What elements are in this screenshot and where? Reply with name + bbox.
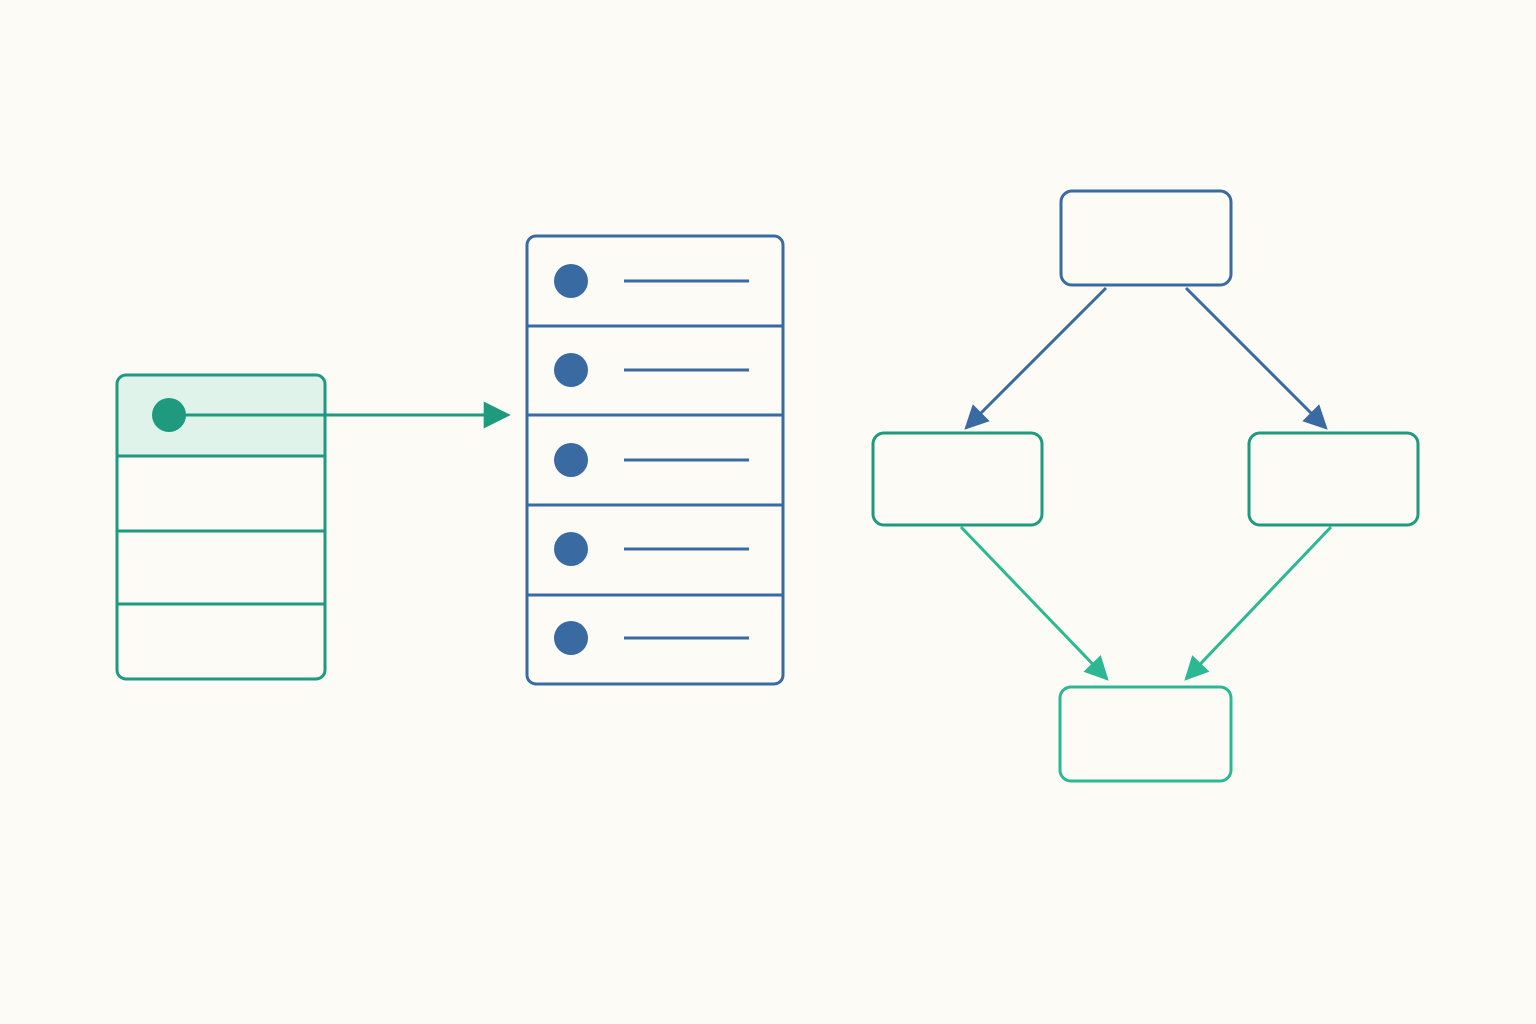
flow-edge-left-bottom	[959, 525, 1109, 681]
flow-edge-top-left	[964, 286, 1108, 430]
list-item-dot	[554, 532, 588, 566]
source-table	[115, 373, 327, 681]
flow-node-left	[871, 431, 1044, 527]
list-item-dot	[554, 264, 588, 298]
list-item	[554, 621, 749, 655]
list-item-dot	[554, 443, 588, 477]
flow-node-bottom	[1058, 685, 1233, 783]
list-item	[554, 353, 749, 387]
target-list-frame	[525, 234, 785, 686]
flow-graph	[871, 189, 1420, 783]
list-item-dot	[554, 621, 588, 655]
source-table-frame	[115, 373, 327, 681]
list-item	[554, 264, 749, 298]
flow-node-right	[1247, 431, 1420, 527]
flow-edge-top-right	[1184, 286, 1328, 430]
target-list	[525, 234, 785, 686]
list-item-dot	[554, 353, 588, 387]
flow-edge-right-bottom	[1184, 525, 1333, 681]
list-item	[554, 532, 749, 566]
list-item	[554, 443, 749, 477]
flow-node-top	[1059, 189, 1233, 287]
